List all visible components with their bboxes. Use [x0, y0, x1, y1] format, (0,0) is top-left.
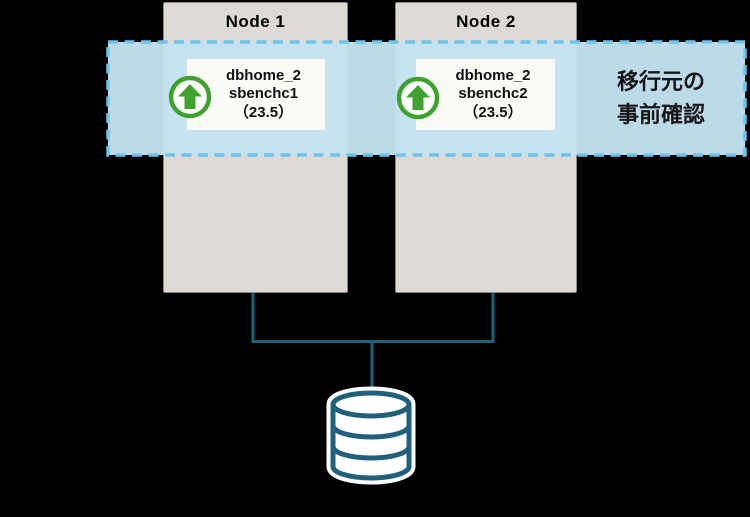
node-2-title: Node 2 [456, 12, 516, 31]
upgrade-arrow-icon [168, 75, 212, 119]
db-instance-name: sbenchc2 [458, 85, 528, 103]
band-annotation-label: 移行元の 事前確認 [577, 65, 745, 131]
upgrade-arrow-icon [396, 76, 440, 120]
node-1-title: Node 1 [225, 12, 286, 31]
band-annotation-line2: 事前確認 [616, 102, 705, 127]
db-instance-name: sbenchc1 [228, 85, 299, 103]
db-home-name: dbhome_2 [455, 66, 531, 84]
db-version: （23.5） [463, 103, 523, 121]
connector-lines [251, 291, 495, 394]
db-home-name: dbhome_2 [225, 66, 301, 84]
band-annotation-line1: 移行元の [616, 69, 705, 94]
database-icon-outline [330, 390, 412, 481]
db-home-box-node2: dbhome_2 sbenchc2 （23.5） [416, 59, 555, 130]
db-version: （23.5） [233, 103, 294, 121]
database-icon [326, 386, 416, 485]
